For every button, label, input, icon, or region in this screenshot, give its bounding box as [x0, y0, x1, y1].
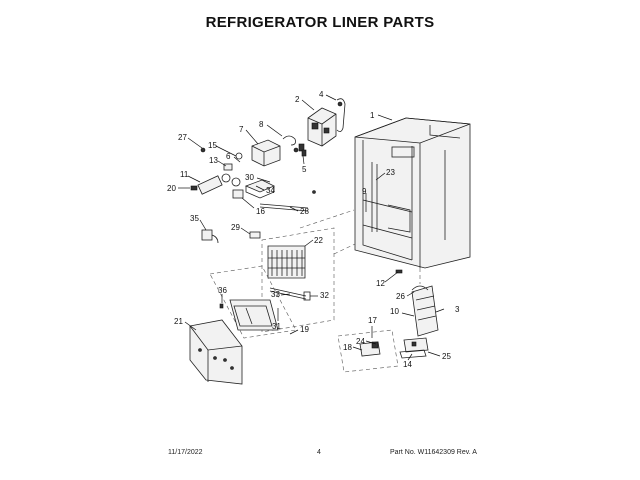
drawer-rail-assembly — [411, 285, 439, 337]
callout-35: 35 — [190, 214, 199, 223]
refrigerator-liner — [354, 117, 471, 269]
callout-5: 5 — [302, 165, 307, 174]
air-duct-21 — [189, 319, 243, 385]
tube-28 — [259, 190, 316, 212]
callout-16: 16 — [256, 207, 265, 216]
callout-11: 11 — [180, 170, 189, 179]
callout-2: 2 — [295, 95, 300, 104]
callout-19: 19 — [300, 325, 309, 334]
evaporator — [267, 245, 306, 279]
callout-33: 33 — [271, 290, 280, 299]
small-clip-15 — [235, 152, 243, 160]
callout-34: 34 — [266, 186, 275, 195]
cap-29 — [249, 231, 261, 239]
callout-36: 36 — [218, 286, 227, 295]
screw-12 — [395, 269, 403, 274]
screw-27 — [200, 147, 206, 153]
fitting-13 — [223, 163, 233, 171]
callout-30: 30 — [245, 173, 254, 182]
callout-13: 13 — [209, 156, 218, 165]
callout-10: 10 — [390, 307, 399, 316]
callout-4: 4 — [319, 90, 324, 99]
callout-17: 17 — [368, 316, 377, 325]
callout-24: 24 — [356, 337, 365, 346]
crisper-control-group — [337, 329, 429, 373]
callout-9: 9 — [362, 187, 367, 196]
light-housing — [244, 179, 275, 199]
callout-18: 18 — [343, 343, 352, 352]
footer-part-number: Part No. W11642309 Rev. A — [390, 449, 477, 456]
callout-29: 29 — [231, 223, 240, 232]
page-title: REFRIGERATOR LINER PARTS — [205, 14, 435, 31]
callout-21: 21 — [174, 317, 183, 326]
callout-14: 14 — [403, 360, 412, 369]
callout-3: 3 — [455, 305, 460, 314]
callout-25: 25 — [442, 352, 451, 361]
callout-28: 28 — [300, 207, 309, 216]
screw-36 — [219, 303, 224, 309]
wire-harness — [282, 135, 305, 153]
callout-6: 6 — [226, 152, 231, 161]
callout-26: 26 — [396, 292, 405, 301]
callout-20: 20 — [167, 184, 176, 193]
callout-32: 32 — [320, 291, 329, 300]
callout-27: 27 — [178, 133, 187, 142]
callout-8: 8 — [259, 120, 264, 129]
thermistor-clip — [336, 98, 346, 132]
screw-5 — [301, 149, 307, 157]
footer-page-number: 4 — [317, 449, 321, 456]
leader-lines — [178, 94, 445, 361]
callout-22: 22 — [314, 236, 323, 245]
water-valve — [197, 173, 244, 199]
callout-12: 12 — [376, 279, 385, 288]
callout-15: 15 — [208, 141, 217, 150]
control-housing — [307, 107, 337, 147]
screw-20 — [190, 185, 198, 191]
callout-1: 1 — [370, 111, 375, 120]
evaporator-cover — [209, 265, 297, 339]
callout-labels: 1 2 3 4 5 6 7 8 9 10 11 12 13 14 15 16 1… — [167, 90, 460, 369]
callout-7: 7 — [239, 125, 244, 134]
callout-23: 23 — [386, 168, 395, 177]
thermistor-35 — [201, 229, 219, 244]
footer-date: 11/17/2022 — [168, 449, 203, 456]
callout-31: 31 — [272, 322, 281, 331]
damper-assembly — [251, 139, 281, 167]
